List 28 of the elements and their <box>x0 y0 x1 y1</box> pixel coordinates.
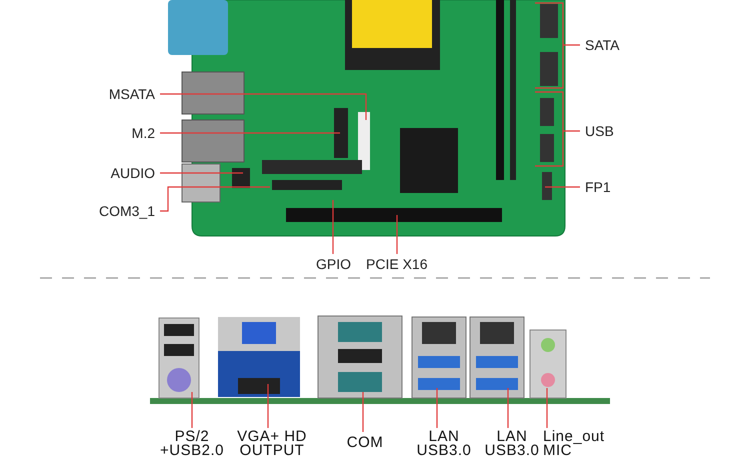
leader-line <box>507 388 509 428</box>
connector-label: GPIO <box>316 256 352 272</box>
leader-line <box>545 186 580 188</box>
connector-label: PCIE X16 <box>366 256 428 272</box>
leader-line <box>191 392 193 428</box>
leader-line <box>160 93 367 120</box>
connector-label: MSATA <box>108 86 155 102</box>
leader-line <box>396 215 398 254</box>
connector-label: SATA <box>585 37 620 53</box>
connector-label: Line_out MIC <box>543 430 609 458</box>
leader-line <box>436 388 438 428</box>
connector-label: USB <box>585 123 614 139</box>
connector-label: COM <box>340 436 390 450</box>
leader-line <box>546 388 548 428</box>
connector-label: FP1 <box>585 179 611 195</box>
leader-line <box>332 200 334 254</box>
leader-line <box>160 186 270 212</box>
leader-line <box>160 132 340 134</box>
leader-line <box>160 172 243 174</box>
leader-line <box>267 384 269 428</box>
leader-line <box>362 392 364 432</box>
connector-label: AUDIO <box>110 165 155 181</box>
connector-label: LAN USB3.0 <box>414 430 474 458</box>
leader-line <box>534 91 581 167</box>
connector-label: LAN USB3.0 <box>482 430 542 458</box>
connector-label: M.2 <box>132 125 155 141</box>
leader-line <box>534 2 581 89</box>
connector-label: COM3_1 <box>98 203 155 219</box>
